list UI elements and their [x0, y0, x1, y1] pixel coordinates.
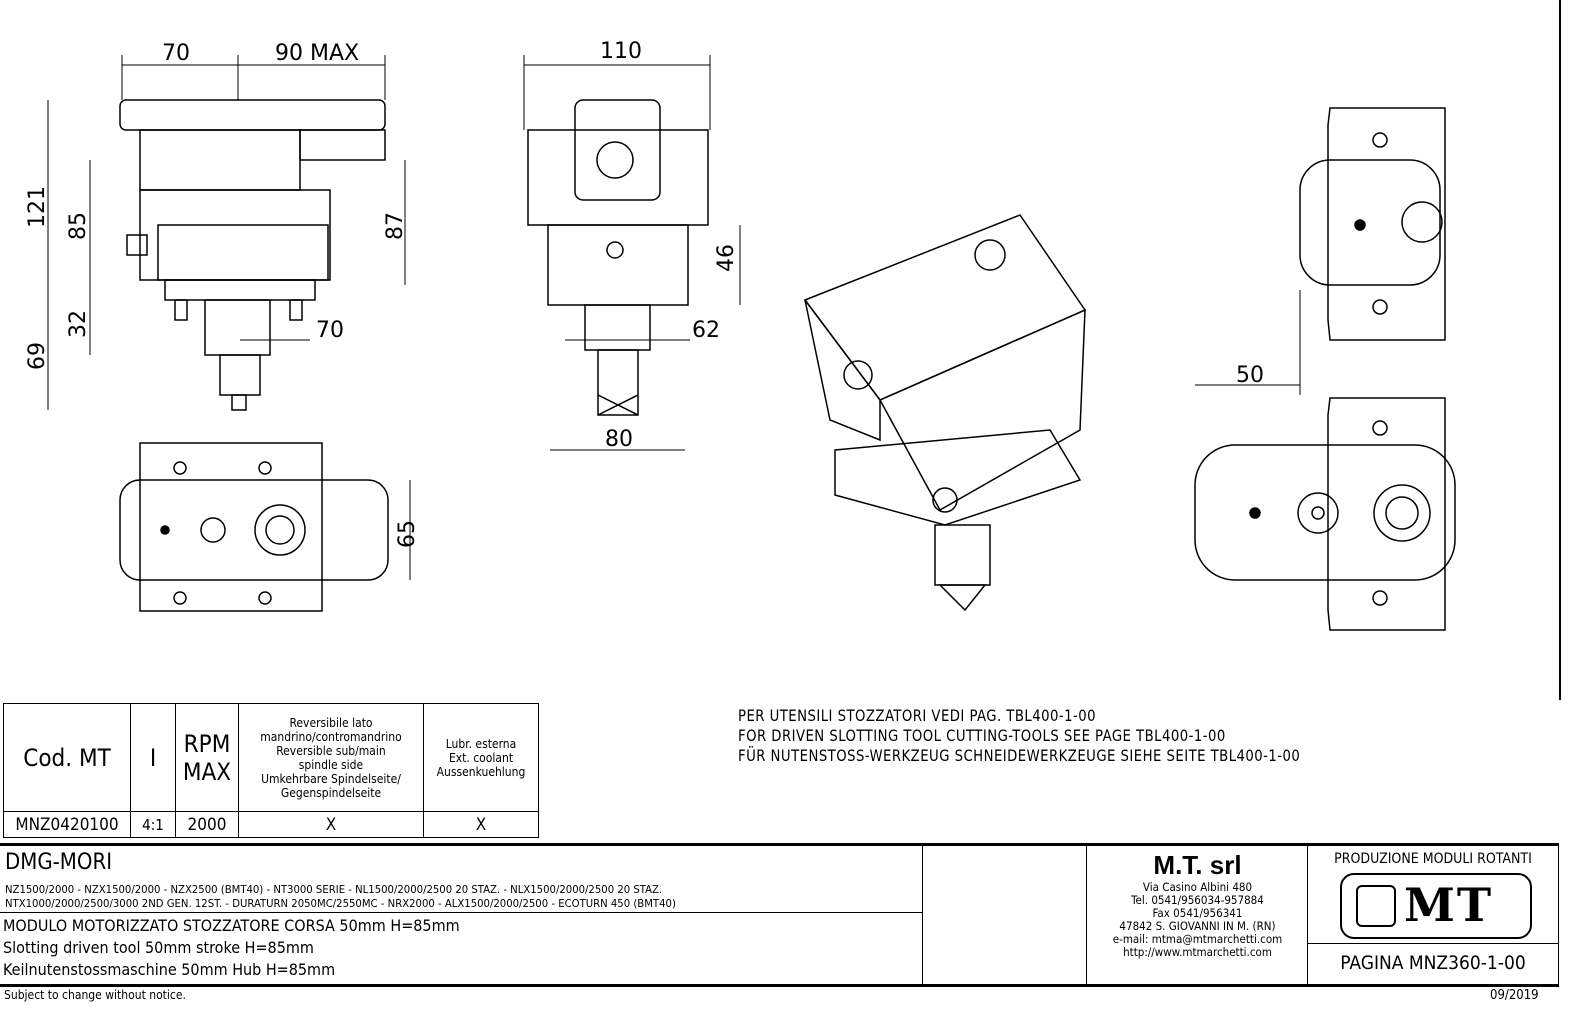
production-header: PRODUZIONE MODULI ROTANTI — [1334, 851, 1532, 867]
company-tel: Tel. 0541/956034-957884 — [1131, 893, 1264, 907]
dim-front-height-right: 87 — [383, 212, 408, 240]
dim-front-shank-offset: 70 — [316, 318, 344, 343]
description-en: Slotting driven tool 50mm stroke H=85mm — [3, 938, 314, 957]
header-ratio: I — [130, 703, 176, 812]
disclaimer: Subject to change without notice. — [4, 988, 186, 1002]
isometric-view — [803, 214, 1087, 612]
dim-front-lower-height: 69 — [25, 342, 50, 370]
description-de: Keilnutenstossmaschine 50mm Hub H=85mm — [3, 960, 336, 979]
note-en: FOR DRIVEN SLOTTING TOOL CUTTING-TOOLS S… — [738, 726, 1226, 745]
cell-ratio: 4:1 — [130, 811, 176, 838]
company-email: e-mail: mtma@mtmarchetti.com — [1112, 932, 1283, 946]
company-web: http://www.mtmarchetti.com — [1123, 945, 1272, 959]
rev-line: Reversible sub/main — [276, 743, 386, 758]
mt-logo: MT — [1340, 873, 1532, 939]
dim-side-shank-offset: 62 — [692, 318, 720, 343]
logo-text: MT — [1404, 878, 1494, 932]
page-number: PAGINA MNZ360-1-00 — [1340, 952, 1526, 974]
cell-code: MNZ0420100 — [3, 811, 131, 838]
cell-coolant: X — [423, 811, 539, 838]
tool-module-icon — [1356, 885, 1396, 927]
logo-cell: PRODUZIONE MODULI ROTANTI MT PAGINA MNZ3… — [1307, 846, 1558, 984]
technical-drawing: 70 90 MAX 121 85 87 32 69 70 110 46 62 8… — [25, 0, 1561, 700]
models-line-1: NZ1500/2000 - NZX1500/2000 - NZX2500 (BM… — [5, 883, 663, 896]
dim-side-height: 46 — [714, 244, 739, 272]
company-info: M.T. srl Via Casino Albini 480 Tel. 0541… — [1086, 846, 1308, 984]
models-line-2: NTX1000/2000/2500/3000 2ND GEN. 12ST. - … — [5, 897, 676, 910]
front-view — [47, 55, 406, 411]
note-de: FÜR NUTENSTOSS-WERKZEUG SCHNEIDEWERKZEUG… — [738, 746, 1301, 765]
dim-front-width-left: 70 — [162, 41, 190, 66]
company-address: Via Casino Albini 480 — [1142, 880, 1253, 894]
dim-front-height-mid: 85 — [66, 212, 91, 240]
company-fax: Fax 0541/956341 — [1152, 906, 1243, 920]
rev-line: Gegenspindelseite — [280, 785, 382, 800]
coolant-line: Ext. coolant — [448, 750, 514, 765]
top-view — [119, 442, 411, 612]
dim-side-bottom-width: 80 — [605, 427, 633, 452]
dim-side-width: 110 — [600, 39, 642, 64]
header-code: Cod. MT — [3, 703, 131, 812]
note-it: PER UTENSILI STOZZATORI VEDI PAG. TBL400… — [738, 706, 1096, 725]
rev-line: spindle side — [298, 757, 364, 772]
machine-brand: DMG-MORI — [5, 850, 113, 875]
header-rpm-1: RPM — [183, 729, 231, 758]
cutting-tool-notes: PER UTENSILI STOZZATORI VEDI PAG. TBL400… — [738, 706, 1300, 766]
cell-rpm: 2000 — [175, 811, 239, 838]
company-city: 47842 S. GIOVANNI IN M. (RN) — [1119, 919, 1276, 933]
dim-front-height-total: 121 — [25, 186, 50, 228]
header-rpm-2: MAX — [182, 757, 232, 786]
dim-detail-offset: 50 — [1236, 363, 1264, 388]
rev-line: mandrino/contromandrino — [260, 729, 402, 744]
coolant-line: Aussenkuehlung — [436, 764, 526, 779]
title-block: DMG-MORI NZ1500/2000 - NZX1500/2000 - NZ… — [0, 843, 1559, 987]
rev-line: Umkehrbare Spindelseite/ — [261, 771, 401, 786]
blank-cell — [922, 846, 1087, 984]
dim-front-width-right: 90 MAX — [275, 41, 359, 66]
dim-top-width: 65 — [395, 520, 420, 548]
coolant-line: Lubr. esterna — [445, 736, 517, 751]
detail-views — [1194, 107, 1456, 631]
rev-line: Reversibile lato — [289, 715, 373, 730]
description-it: MODULO MOTORIZZATO STOZZATORE CORSA 50mm… — [3, 916, 460, 935]
revision-date: 09/2019 — [1490, 988, 1539, 1003]
cell-reversible: X — [238, 811, 424, 838]
side-view — [523, 55, 741, 451]
company-name: M.T. srl — [1153, 850, 1242, 880]
dim-front-shank-height: 32 — [66, 310, 91, 338]
